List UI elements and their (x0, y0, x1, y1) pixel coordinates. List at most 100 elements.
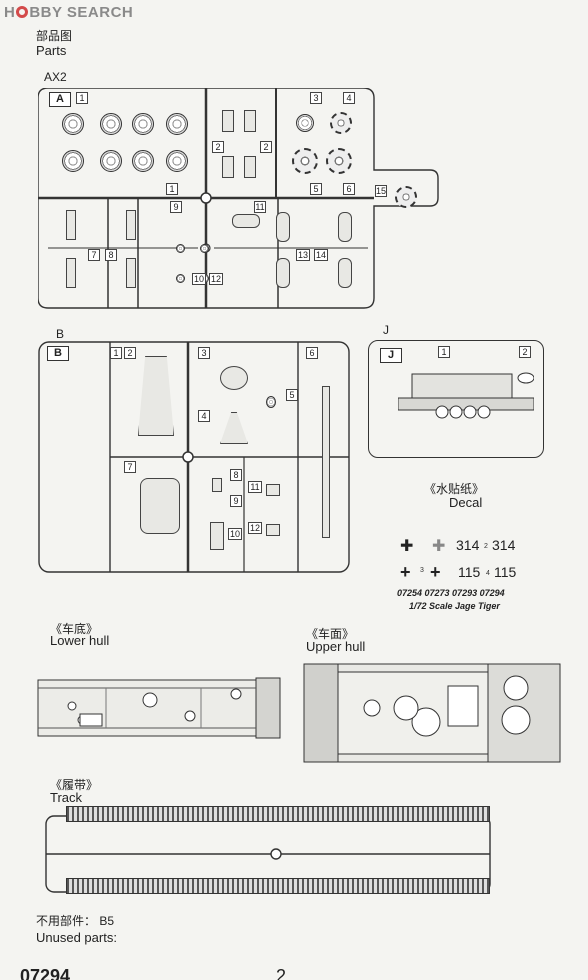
part-number: 1 (438, 346, 450, 358)
frame-b-title: B (56, 327, 65, 341)
part-number: 9 (170, 201, 182, 213)
road-wheel (100, 113, 122, 135)
part-number: 7 (124, 461, 136, 473)
part-number: 6 (343, 183, 355, 195)
lower-hull-sketch (37, 677, 281, 739)
part-number: 8 (105, 249, 117, 261)
road-wheel (62, 113, 84, 135)
exhaust-part (232, 214, 260, 228)
footer-code: 07294 (20, 966, 71, 980)
unused-label-cn-text: 不用部件： (36, 914, 97, 928)
parts-title-cn: 部品图 (36, 29, 73, 43)
logo-ring-icon (16, 6, 29, 18)
fender-part (338, 258, 352, 288)
page-number: 2 (276, 966, 287, 980)
gun-barrel (322, 386, 330, 538)
upper-hull-title-en: Upper hull (306, 639, 366, 654)
upper-hull-drawing (302, 658, 564, 768)
part-number: 6 (306, 347, 318, 359)
track-title-en: Track (50, 790, 83, 805)
part-number: 2 (124, 347, 136, 359)
fender-part (276, 212, 290, 242)
suspension-arm (126, 210, 136, 240)
part-number: 13 (296, 249, 310, 261)
part-number: 4 (198, 410, 210, 422)
mantlet-part (220, 366, 248, 390)
return-roller (176, 274, 185, 283)
upper-hull-sketch (303, 663, 561, 763)
sprue-ax2-label: AX2 (44, 70, 67, 84)
hatch-part (266, 396, 276, 408)
sprocket-15 (395, 186, 417, 208)
iron-cross-icon: ✚ (400, 538, 414, 555)
part-number: 1 (76, 92, 88, 104)
unused-label-en: Unused parts: (36, 930, 117, 945)
part-number: 5 (310, 183, 322, 195)
part-number: 10 (192, 273, 206, 285)
decal-number: 115 (494, 564, 517, 580)
road-wheel (62, 150, 84, 172)
sprue-a-frame (37, 87, 439, 309)
decal-codes: 07254 07273 07293 07294 (397, 588, 505, 598)
decal-scale: 1/72 Scale Jage Tiger (409, 601, 500, 611)
upper-hull-title-cn: 《车面》 (306, 627, 355, 641)
part-number: 5 (286, 389, 298, 401)
idler-wheel (296, 114, 314, 132)
frame-j-label: J (380, 348, 402, 363)
logo-text-post: BBY SEARCH (29, 4, 134, 21)
part-number: 11 (248, 481, 262, 493)
part-number: 14 (314, 249, 328, 261)
sprocket (330, 112, 352, 134)
suspension-arm (66, 258, 76, 288)
return-roller (200, 244, 209, 253)
decal-index: 3 (420, 567, 424, 574)
balkenkreuz-icon: + (430, 562, 441, 582)
part-number: 8 (230, 469, 242, 481)
track-title-cn: 《履带》 (50, 778, 99, 792)
fender-part (338, 212, 352, 242)
hull-photo-etch (397, 372, 535, 424)
part-number: 4 (343, 92, 355, 104)
lower-hull-title-cn: 《车底》 (50, 622, 99, 636)
lower-hull-title-en: Lower hull (50, 633, 110, 648)
superstructure-part (140, 478, 180, 534)
track-links-row (66, 878, 490, 894)
frame-j-title: J (383, 323, 389, 337)
hull-sketch (397, 372, 535, 419)
road-wheel (100, 150, 122, 172)
part-number: 2 (519, 346, 531, 358)
small-part (266, 484, 280, 496)
unused-value: B5 (99, 914, 115, 928)
logo-text-pre: H (4, 4, 16, 21)
part-number: 12 (209, 273, 223, 285)
lower-hull-drawing (36, 658, 282, 748)
road-wheel (166, 113, 188, 135)
decal-index: 4 (486, 570, 490, 577)
iron-cross-icon: ✚ (432, 538, 446, 555)
part-number: 3 (310, 92, 322, 104)
part-number: 7 (88, 249, 100, 261)
suspension-arm (126, 258, 136, 288)
frame-b-label: B (47, 346, 69, 361)
fender-part (276, 258, 290, 288)
return-roller (176, 244, 185, 253)
part-number: 12 (248, 522, 262, 534)
road-wheel (132, 113, 154, 135)
part-number: 2 (212, 141, 224, 153)
part-number: 11 (254, 201, 266, 213)
decal-number: 115 (458, 564, 481, 580)
road-wheel (166, 150, 188, 172)
sprue-b (38, 341, 350, 573)
decal-title-en: Decal (449, 495, 483, 510)
part-number: 9 (230, 495, 242, 507)
balkenkreuz-icon: + (400, 562, 411, 582)
part-number: 1 (110, 347, 122, 359)
suspension-arm (66, 210, 76, 240)
part-number: 3 (198, 347, 210, 359)
sprue-j (368, 340, 544, 458)
drive-sprocket (326, 148, 352, 174)
decal-number: 314 (456, 537, 480, 553)
decal-index: 2 (484, 543, 488, 550)
part-number: 10 (228, 528, 242, 540)
sprue-a (37, 87, 440, 310)
